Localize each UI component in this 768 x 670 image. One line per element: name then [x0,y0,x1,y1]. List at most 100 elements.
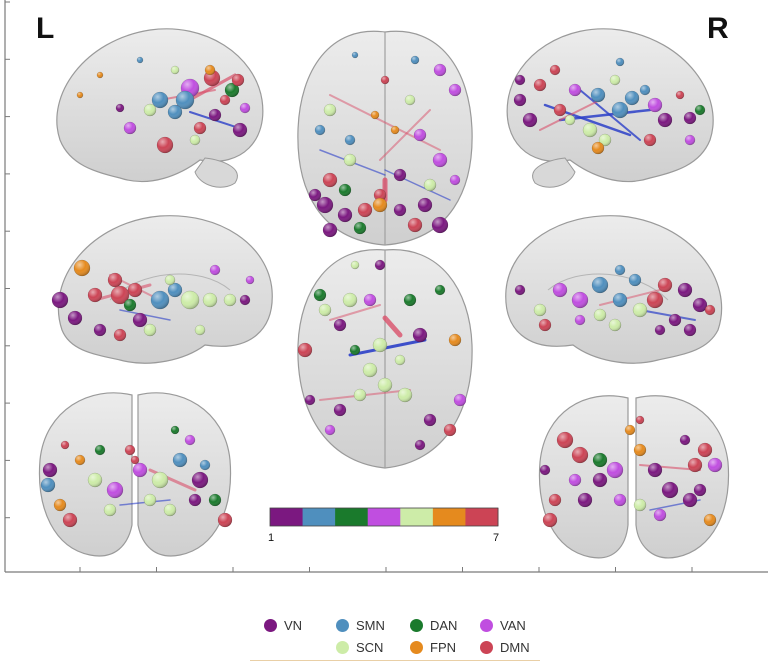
network-node [223,293,237,307]
network-node-shading [593,473,607,487]
network-node-shading [647,292,663,308]
network-node-shading [629,274,641,286]
network-node-shading [305,395,315,405]
legend-label: FPN [430,640,456,655]
network-node-shading [309,189,321,201]
network-node [533,78,547,92]
network-node [577,492,593,508]
network-node-shading [200,460,210,470]
network-node-shading [680,435,690,445]
network-node [232,122,248,138]
network-node-shading [669,314,681,326]
network-node [624,90,640,106]
network-node-shading [449,334,461,346]
network-node [377,377,393,393]
network-node-shading [358,203,372,217]
network-node-shading [654,509,666,521]
network-node [167,282,183,298]
network-node-shading [325,425,335,435]
network-node-shading [189,494,201,506]
network-node-shading [192,472,208,488]
legend-swatch [480,641,493,654]
network-node-shading [610,75,620,85]
network-node-shading [203,293,217,307]
network-node-shading [435,285,445,295]
network-node-shading [708,458,722,472]
network-node-shading [684,112,696,124]
network-node-shading [543,513,557,527]
network-node [423,178,437,192]
network-node-shading [550,65,560,75]
network-node [687,457,703,473]
network-node-shading [381,76,389,84]
left-hemisphere-label: L [36,12,55,45]
network-node-shading [695,105,705,115]
network-node [549,64,561,76]
network-node-shading [137,57,143,63]
network-node-shading [615,265,625,275]
network-node-shading [108,273,122,287]
network-node-shading [41,478,55,492]
network-node-shading [374,189,386,201]
left-lateral-cerebellum [194,157,238,188]
network-node [164,274,176,286]
anterior-brain-right-hemisphere [635,395,730,559]
right-lateral-cerebellum [532,157,576,188]
network-node-shading [662,482,678,498]
network-node [170,425,180,435]
network-node-shading [52,292,68,308]
network-node [704,304,716,316]
legend-item-fpn: FPN [410,640,456,655]
legend-item-dan: DAN [410,618,457,633]
colorbar-max-label: 7 [493,532,500,544]
network-node-shading [413,328,427,342]
network-node-shading [246,276,254,284]
network-node-shading [88,473,102,487]
network-node [614,264,626,276]
network-node [180,290,200,310]
network-node-shading [591,88,605,102]
network-node [653,508,667,522]
network-node [675,90,685,100]
network-node [113,328,127,342]
network-node [193,121,207,135]
network-node-shading [515,285,525,295]
network-node-shading [648,463,662,477]
network-node-shading [343,293,357,307]
network-node-shading [609,319,621,331]
network-node-shading [575,315,585,325]
network-node-shading [634,499,646,511]
network-node [682,492,698,508]
network-node [123,121,137,135]
legend-item-dmn: DMN [480,640,530,655]
network-node-shading [418,198,432,212]
network-node [657,277,673,293]
network-node-shading [378,378,392,392]
network-node-shading [61,441,69,449]
network-node [374,259,386,271]
network-node-shading [371,111,379,119]
network-node-shading [315,125,325,135]
network-node-shading [190,135,200,145]
network-node [598,133,612,147]
colorbar-segment [367,508,401,526]
network-node [423,413,437,427]
network-node-shading [523,113,537,127]
network-node [372,197,388,213]
network-node-shading [614,494,626,506]
network-node [590,87,606,103]
network-node-shading [414,129,426,141]
network-node-shading [168,283,182,297]
network-node-shading [644,134,656,146]
network-node [628,273,642,287]
network-node-shading [698,443,712,457]
network-node-shading [594,309,606,321]
network-node [568,83,582,97]
network-node [683,323,697,337]
network-node [115,103,125,113]
network-node [127,282,143,298]
network-node-shading [640,85,650,95]
network-node [199,459,211,471]
network-node [397,387,413,403]
network-node-shading [233,123,247,137]
